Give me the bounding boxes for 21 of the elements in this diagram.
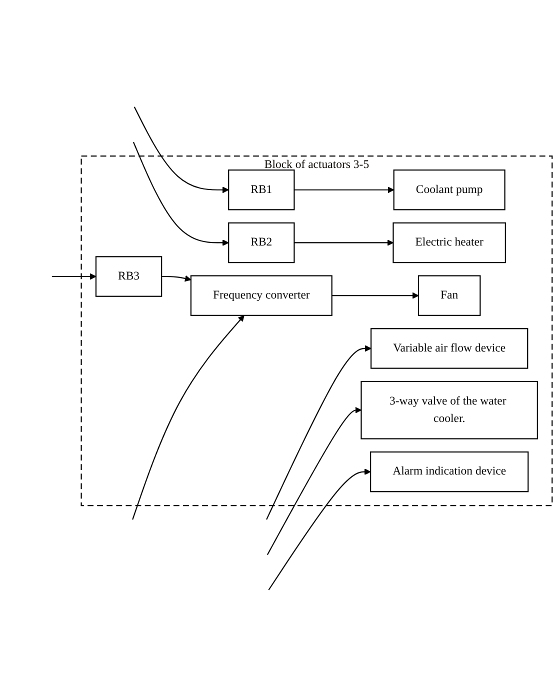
- node-box: RB3: [95, 256, 162, 297]
- arrow: [266, 406, 362, 556]
- node-box: Electric heater: [392, 222, 506, 264]
- arrow: [52, 273, 96, 280]
- node-box: 3-way valve of the water cooler.: [360, 381, 538, 440]
- node-box: Fan: [418, 275, 481, 316]
- arrow: [266, 345, 372, 520]
- arrow: [132, 315, 244, 520]
- arrow: [132, 142, 229, 246]
- node-box: RB2: [228, 222, 295, 264]
- arrow: [294, 240, 394, 246]
- node-box: Coolant pump: [393, 170, 506, 210]
- arrow: [332, 292, 419, 299]
- arrow: [162, 275, 192, 282]
- node-box: Alarm indication device: [370, 451, 529, 492]
- arrow: [134, 106, 229, 194]
- node-box: RB1: [228, 170, 295, 210]
- node-box: Variable air flow device: [370, 328, 528, 369]
- arrow: [268, 468, 371, 590]
- node-box: Frequency converter: [190, 275, 332, 316]
- arrow: [294, 186, 394, 194]
